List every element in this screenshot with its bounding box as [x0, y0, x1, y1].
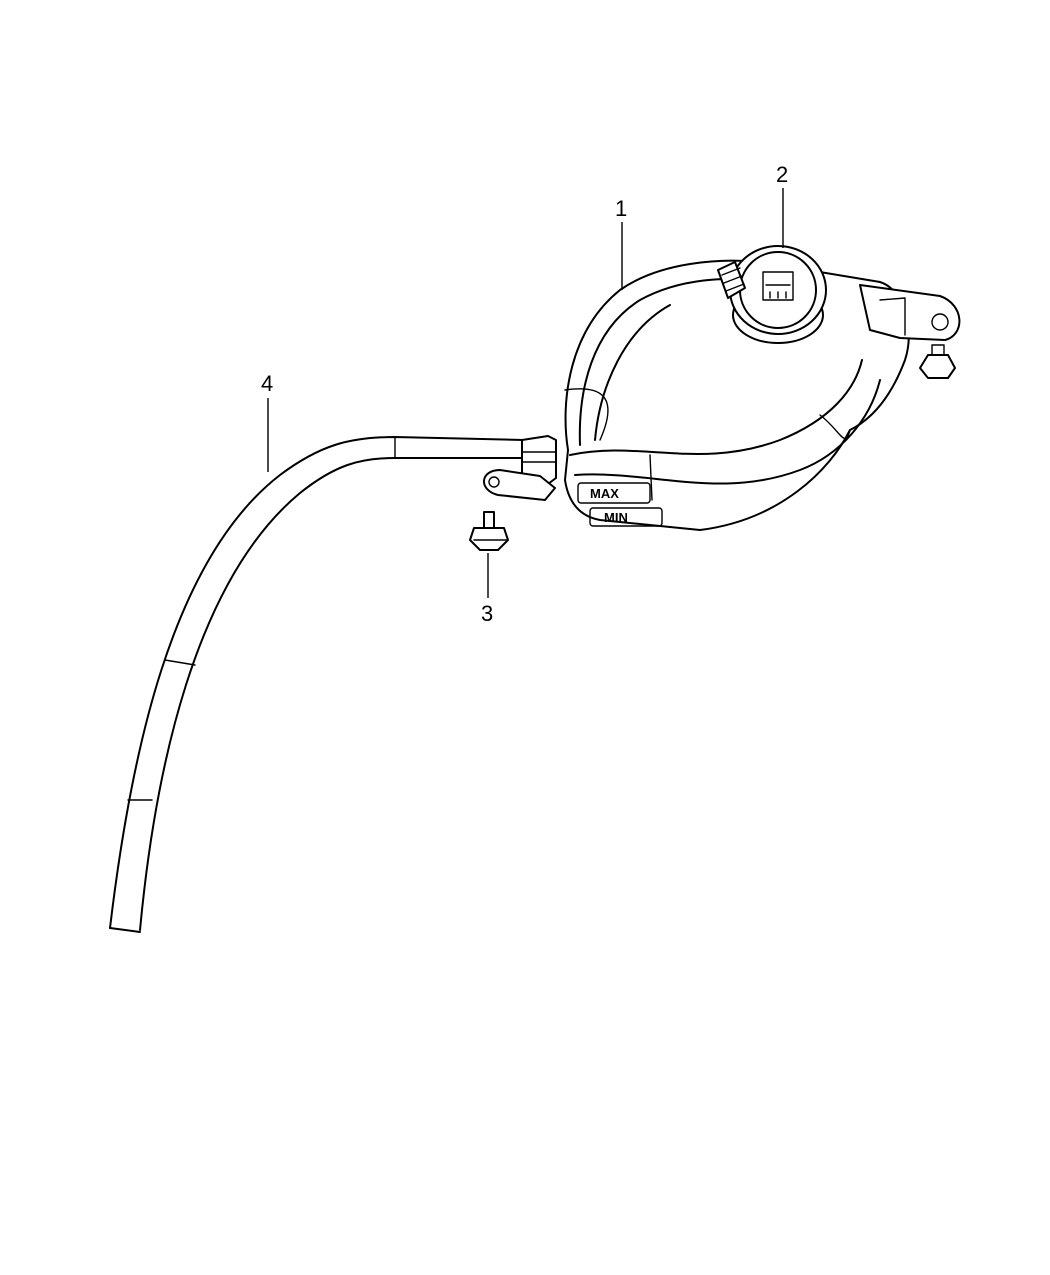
min-mark: MIN	[604, 510, 628, 525]
coolant-reservoir: MAX MIN	[483, 259, 961, 531]
callout-2: 2	[776, 162, 788, 187]
max-mark: MAX	[590, 486, 619, 501]
callout-1: 1	[615, 196, 627, 221]
level-marks: MAX MIN	[577, 482, 663, 527]
overflow-hose	[109, 435, 557, 933]
right-mounting-bolt	[919, 344, 956, 379]
callout-3: 3	[481, 601, 493, 626]
mounting-bolt	[469, 511, 509, 551]
pressure-cap	[717, 245, 827, 344]
callout-4: 4	[261, 371, 273, 396]
